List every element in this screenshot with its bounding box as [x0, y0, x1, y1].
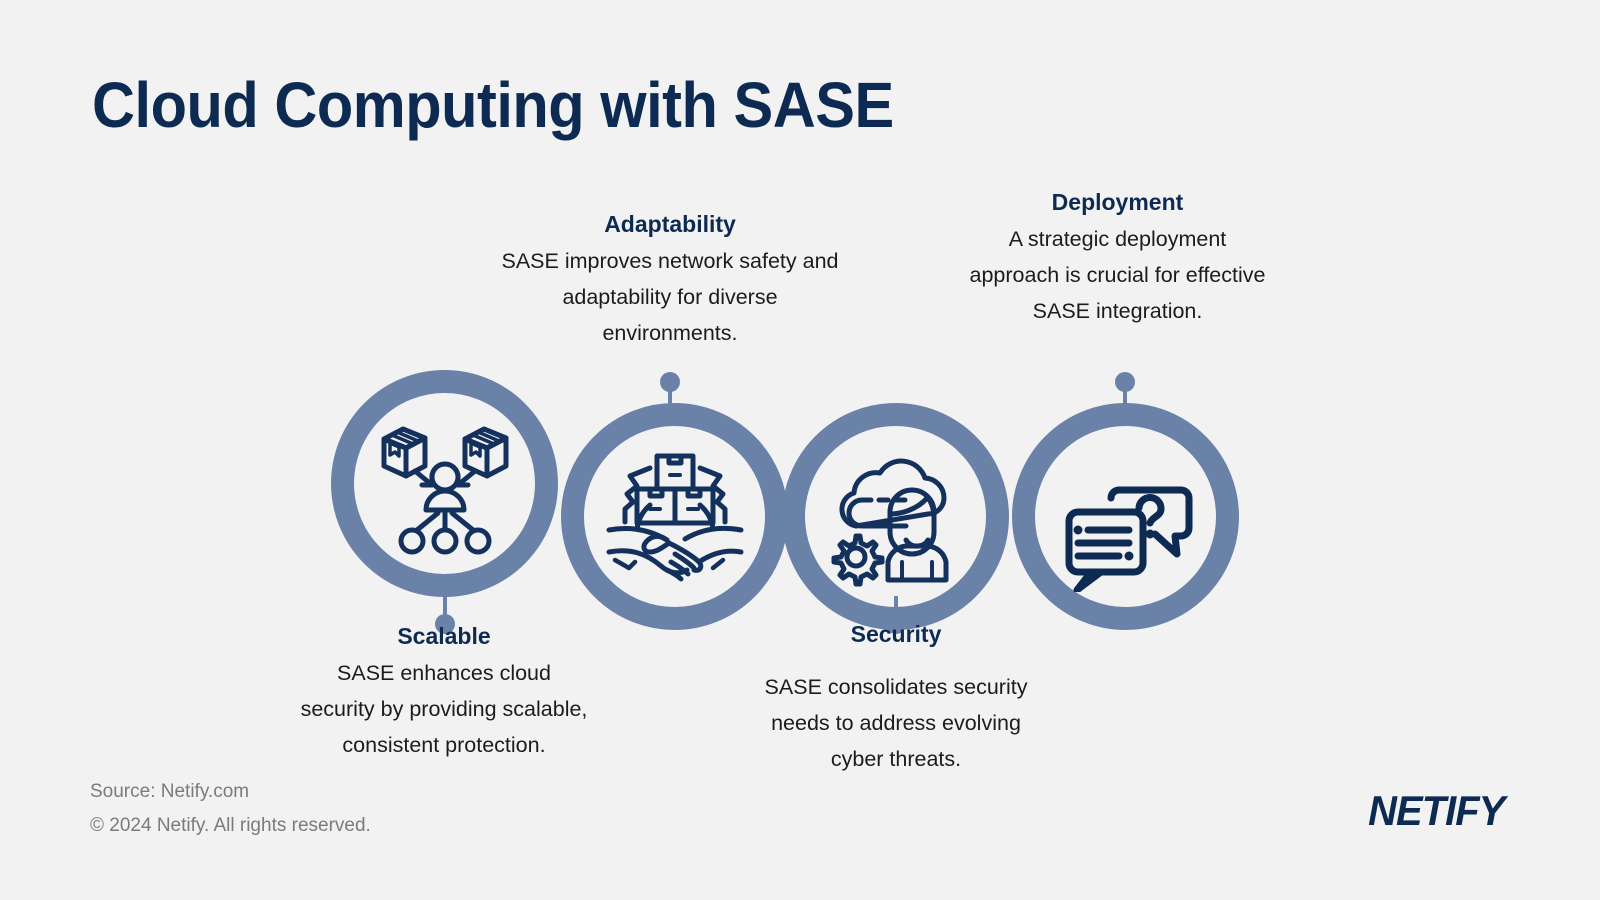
- connector-stem-icon: [443, 596, 447, 618]
- node-heading-adaptability: Adaptability: [604, 211, 736, 237]
- node-circle-adaptability[interactable]: [561, 403, 788, 630]
- speech-bubbles-question-icon: [1051, 442, 1201, 592]
- connector-deployment: [1115, 368, 1135, 410]
- node-body-adaptability: SASE improves network safety and adaptab…: [501, 248, 839, 345]
- connector-dot-icon: [1115, 372, 1135, 392]
- node-heading-security: Security: [850, 621, 942, 647]
- node-heading-deployment: Deployment: [1051, 189, 1184, 215]
- connector-dot-icon: [660, 372, 680, 392]
- footer: Source: Netify.com © 2024 Netify. All ri…: [90, 775, 371, 843]
- cloud-person-gear-icon: [818, 442, 973, 592]
- connector-stem-icon: [1123, 388, 1127, 410]
- boxes-to-person-network-icon: [370, 409, 520, 559]
- connector-stem-icon: [668, 388, 672, 410]
- node-circle-deployment[interactable]: [1012, 403, 1239, 630]
- footer-copyright: © 2024 Netify. All rights reserved.: [90, 815, 371, 837]
- connector-dot-icon: [435, 614, 455, 634]
- text-block-deployment: Deployment A strategic deployment approa…: [965, 188, 1270, 329]
- text-block-adaptability: Adaptability SASE improves network safet…: [500, 210, 840, 351]
- footer-source: Source: Netify.com: [90, 781, 250, 802]
- handshake-with-boxes-icon: [595, 442, 755, 592]
- node-body-deployment: A strategic deployment approach is cruci…: [969, 226, 1266, 323]
- netify-logo: NETIFY: [1367, 787, 1505, 834]
- connector-dot-icon: [886, 614, 906, 634]
- connector-stem-icon: [894, 596, 898, 618]
- text-block-scalable: Scalable SASE enhances cloud security by…: [300, 622, 588, 763]
- node-circle-scalable[interactable]: [331, 370, 558, 597]
- connector-scalable: [435, 596, 455, 638]
- connector-adaptability: [660, 368, 680, 410]
- node-heading-scalable: Scalable: [397, 623, 491, 649]
- page-title: Cloud Computing with SASE: [92, 69, 894, 141]
- node-body-security: SASE consolidates security needs to addr…: [764, 674, 1028, 771]
- text-block-security: Security SASE consolidates security need…: [748, 620, 1044, 777]
- node-body-scalable: SASE enhances cloud security by providin…: [300, 660, 588, 757]
- connector-security: [886, 596, 906, 638]
